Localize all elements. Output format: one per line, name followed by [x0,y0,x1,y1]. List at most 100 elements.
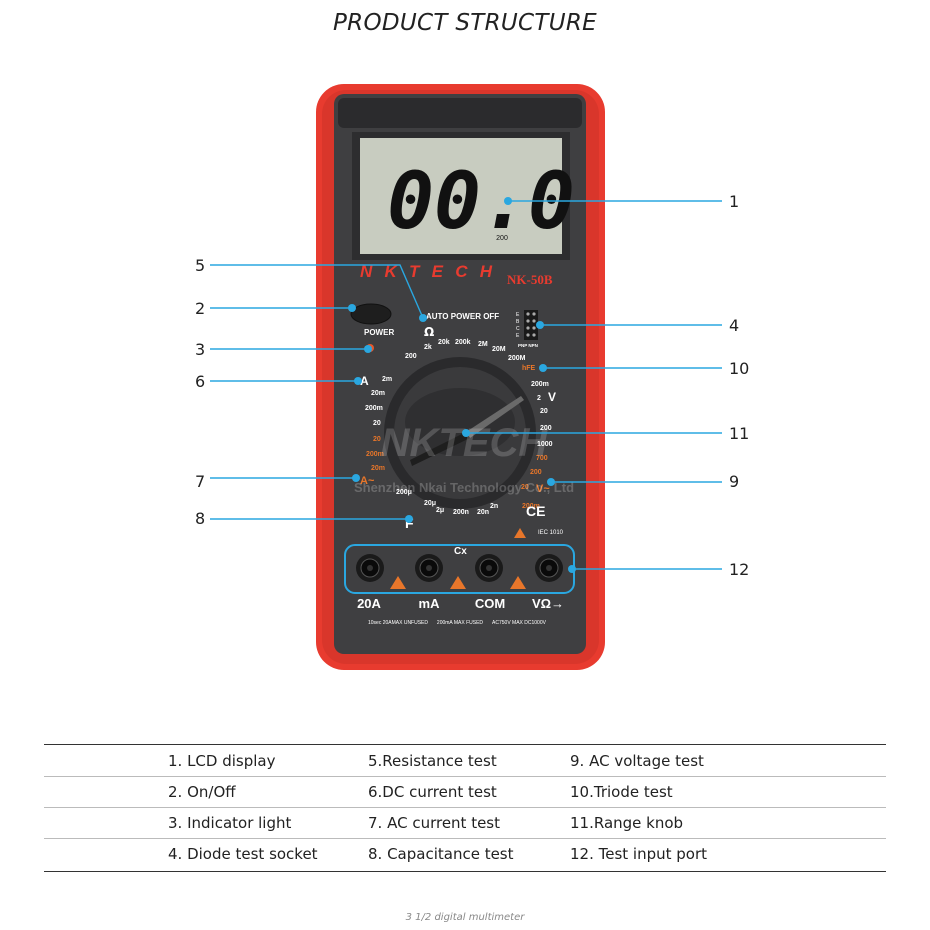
callout-5: 5 [195,256,206,275]
legend-item: 12. Test input port [570,845,708,863]
pin-label: E [516,333,520,339]
pin-label: B [516,319,520,325]
lcd-range: 200 [496,235,508,242]
callout-lines [210,197,722,573]
dial-label: 200n [453,509,469,516]
dial-label: 2 [537,395,541,402]
lcd-reading: 00.0 [387,157,575,247]
pnp-npn-label: PNP NPN [518,343,538,348]
dial-label: 200 [530,469,542,476]
footer-caption: 3 1/2 digital multimeter [405,912,525,923]
warning-icon [450,576,466,589]
dial-dca-scale: 2m 20m 200m 20 [365,376,392,427]
port-label: VΩ→ [532,596,564,611]
port-note: AC750V MAX DC1000V [492,620,547,626]
callout-9: 9 [729,472,740,491]
dial-cap-scale: 2n 20n 200n 2μ 20μ 200μ [396,489,498,516]
callout-2: 2 [195,299,206,318]
legend-item: 7. AC current test [368,814,501,832]
callout-4: 4 [729,316,740,335]
legend-item: 2. On/Off [168,783,236,801]
dial-label: 2m [382,376,392,383]
auto-power-off-label: AUTO POWER OFF [426,312,499,321]
warning-icon [390,576,406,589]
port-notes: 10sec 20AMAX UNFUSED 200mA MAX FUSED AC7… [368,620,547,626]
dial-label: 20 [373,436,381,443]
watermark-logo: NKTECH [381,421,549,465]
iec-label: IEC 1010 [538,530,564,536]
callout-11: 11 [729,424,750,443]
page-title: PRODUCT STRUCTURE [333,10,597,36]
dca-symbol: A [360,374,369,388]
power-label: POWER [364,328,394,337]
pin-label: E [516,312,520,318]
port-label: COM [475,596,505,611]
port-note: 10sec 20AMAX UNFUSED [368,620,428,626]
legend-item: 9. AC voltage test [570,752,704,770]
range-knob[interactable] [384,357,536,509]
dial-label: 20μ [424,500,436,507]
hfe-label: hFE [522,365,536,372]
port-vohm-jack[interactable] [535,554,563,582]
pin-label: C [516,326,520,332]
callout-8: 8 [195,509,206,528]
dial-label: 200 [540,425,552,432]
dial-label: 200m [366,451,384,458]
dial-label: 200m [531,381,549,388]
port-label: 20A [357,596,381,611]
dial-label: 200m [522,503,540,510]
power-button[interactable] [350,303,392,325]
port-labels: 20A mA COM VΩ→ [357,596,564,611]
dial-label: 20n [477,509,489,516]
legend-item: 10.Triode test [570,783,673,801]
dial-ohm-scale: 200 2k 20k 200k 2M 20M 200M [405,339,526,362]
legend-item: 8. Capacitance test [368,845,514,863]
port-20a-jack[interactable] [356,554,384,582]
dial-label: 200μ [396,489,412,496]
ohm-symbol: Ω [424,325,434,339]
dial-label: 200M [508,355,526,362]
legend-row: 2. On/Off 6.DC current test 10.Triode te… [44,776,886,808]
capacitance-symbol: F [405,515,414,531]
port-label: mA [419,596,441,611]
acv-symbol: V~ [536,483,550,495]
transistor-socket[interactable] [524,310,538,340]
dial-label: 20m [371,390,385,397]
multimeter-diagram: 00.0 200 NKTECH NK-50B POWER AUTO POWER … [210,84,722,670]
dial-label: 20M [492,346,506,353]
dial-label: 20m [371,465,385,472]
legend-item: 5.Resistance test [368,752,497,770]
dial-label: 200m [365,405,383,412]
callout-7: 7 [195,472,206,491]
dial-aca-scale: 20 200m 20m [366,436,385,472]
input-ports: Cx [344,528,575,594]
legend-row: 4. Diode test socket 8. Capacitance test… [44,838,886,869]
callout-12: 12 [729,560,750,579]
watermark-text: Shenzhen Nkai Technology Co., Ltd [354,480,574,495]
lcd-display: 00.0 200 [352,132,575,260]
callout-6: 6 [195,372,206,391]
dial-label: 2μ [436,507,444,514]
port-com-jack[interactable] [475,554,503,582]
model-label: NK-50B [507,272,553,287]
legend-item: 1. LCD display [168,752,276,770]
dial-label: 2M [478,341,488,348]
aca-symbol: A~ [360,475,375,487]
port-ma-jack[interactable] [415,554,443,582]
dial-label: 20 [521,484,529,491]
cx-label: Cx [454,546,467,557]
callout-1: 1 [729,192,740,211]
dial-label: 2n [490,503,498,510]
transistor-pin-labels: E B C E [516,312,520,339]
ce-mark: CE [526,503,545,519]
dial-label: 20 [540,408,548,415]
dial-label: 200 [405,353,417,360]
legend-row: 3. Indicator light 7. AC current test 11… [44,807,886,839]
legend-item: 11.Range knob [570,814,684,832]
legend-item: 3. Indicator light [168,814,292,832]
legend-item: 4. Diode test socket [168,845,318,863]
dial-label: 700 [536,455,548,462]
warning-icon [510,576,526,589]
legend-row: 1. LCD display 5.Resistance test 9. AC v… [44,745,886,777]
dial-label: 20 [373,420,381,427]
